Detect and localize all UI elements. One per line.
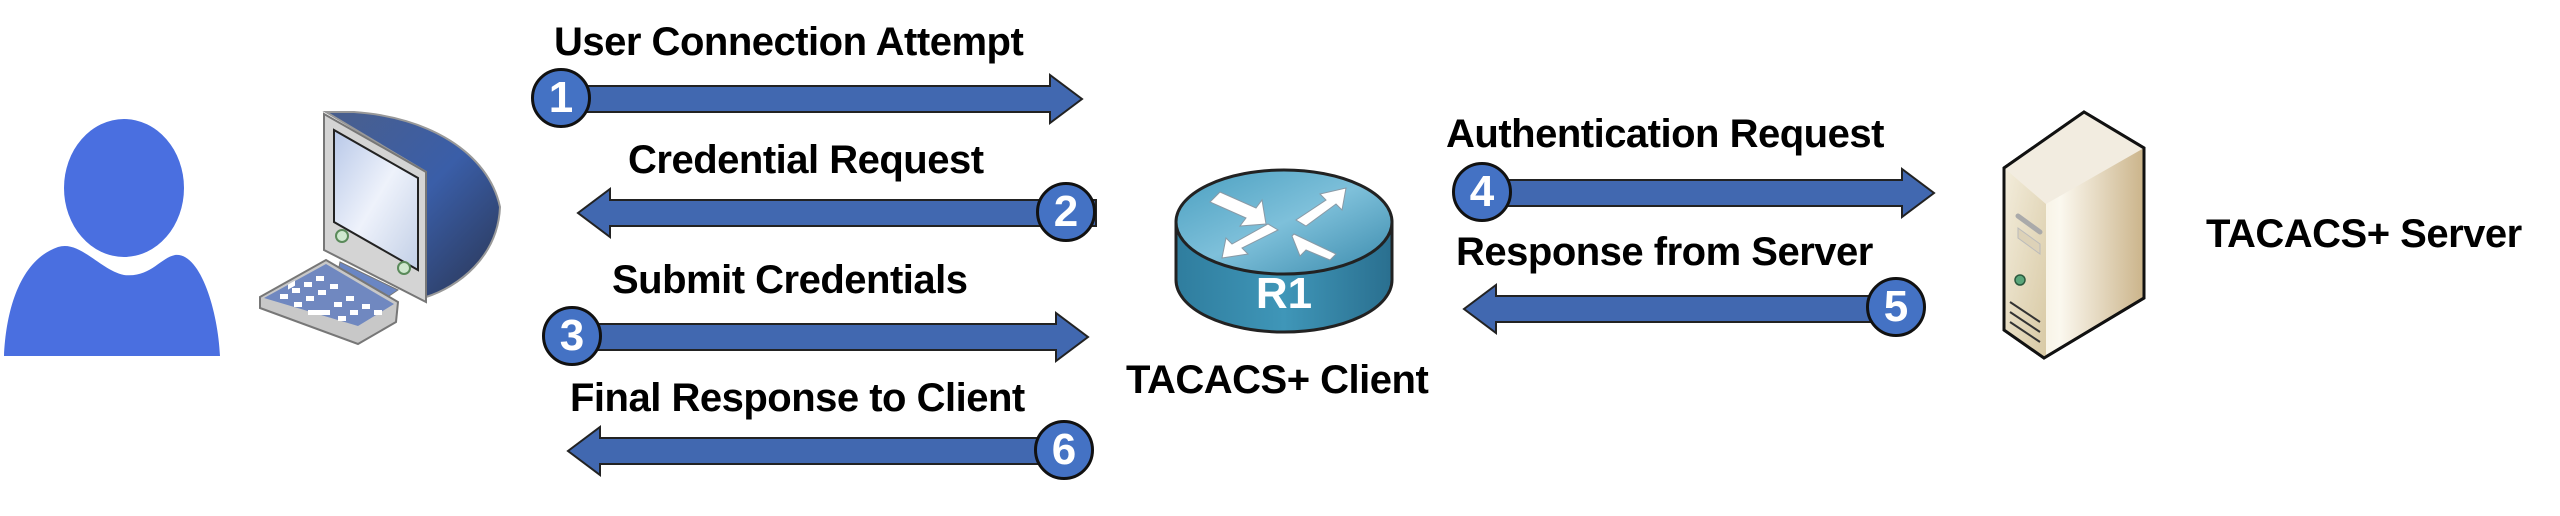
step-5-badge: 5 — [1866, 277, 1926, 337]
server-icon — [2002, 110, 2146, 360]
step-6-badge: 6 — [1034, 420, 1094, 480]
server-caption: TACACS+ Server — [2206, 212, 2522, 256]
step-6-arrow — [566, 425, 1087, 477]
step-4-badge: 4 — [1452, 162, 1512, 222]
step-4-arrow — [1489, 167, 1936, 219]
step-4-label: Authentication Request — [1446, 112, 1884, 156]
step-1-arrow — [559, 73, 1084, 125]
step-3-label: Submit Credentials — [612, 258, 968, 302]
user-icon — [4, 119, 220, 356]
step-6-label: Final Response to Client — [570, 376, 1025, 420]
step-3-arrow — [575, 311, 1090, 363]
step-5-label: Response from Server — [1456, 230, 1873, 274]
router-caption: TACACS+ Client — [1126, 358, 1429, 402]
step-2-badge: 2 — [1036, 182, 1096, 242]
computer-icon — [259, 111, 502, 346]
step-2-label: Credential Request — [628, 138, 984, 182]
step-1-badge: 1 — [531, 68, 591, 128]
step-1-label: User Connection Attempt — [554, 20, 1024, 64]
step-2-arrow — [576, 187, 1097, 239]
router-icon: R1 — [1174, 168, 1394, 334]
step-5-arrow — [1462, 283, 1893, 335]
step-3-badge: 3 — [542, 306, 602, 366]
router-device-label: R1 — [1256, 269, 1312, 318]
